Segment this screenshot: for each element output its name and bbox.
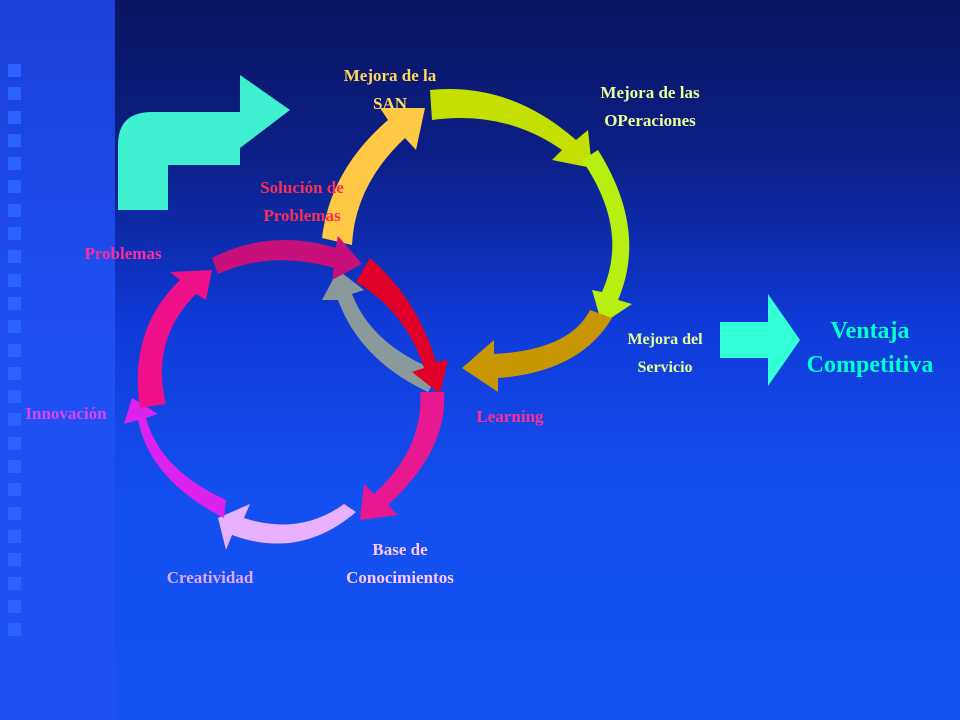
arc-problemas [137, 270, 212, 408]
decorative-square [8, 413, 21, 427]
label-base: Base de Conocimientos [346, 540, 454, 587]
label-creatividad: Creatividad [166, 568, 254, 587]
label-innovacion: Innovación [25, 404, 107, 423]
arc-creatividad [218, 504, 356, 550]
decorative-square [8, 623, 21, 637]
arc-gray [322, 270, 440, 392]
label-solucion: Solución de Problemas [260, 178, 344, 225]
decorative-square [8, 110, 21, 124]
arc-san [322, 108, 425, 245]
label-mejora-san: Mejora de la SAN [343, 66, 437, 113]
arc-innovacion [124, 398, 226, 518]
decorative-square [8, 390, 21, 404]
bent-arrow-icon [118, 75, 290, 210]
decorative-square [8, 343, 21, 357]
decorative-square [8, 133, 21, 147]
decorative-square [8, 553, 21, 567]
decorative-square [8, 296, 21, 310]
label-mejora-servicio: Mejora del Servicio [627, 331, 703, 376]
decorative-square [8, 460, 21, 474]
label-ventaja: Ventaja Competitiva [806, 318, 934, 378]
arc-base [360, 392, 445, 520]
decorative-square [8, 180, 21, 194]
decorative-square [8, 506, 21, 520]
decorative-square [8, 483, 21, 497]
decorative-square [8, 87, 21, 101]
decorative-square [8, 203, 21, 217]
arc-operaciones [430, 89, 592, 168]
decorative-square [8, 599, 21, 613]
decorative-square [8, 64, 21, 77]
arc-solucion [212, 236, 362, 280]
arc-learning-bottom [462, 310, 612, 392]
label-problemas: Problemas [84, 244, 162, 263]
left-band [0, 0, 115, 720]
decorative-square [8, 157, 21, 171]
label-learning: Learning [476, 407, 544, 426]
decorative-squares [8, 64, 24, 646]
decorative-square [8, 436, 21, 450]
decorative-square [8, 273, 21, 287]
arc-red [356, 258, 448, 394]
right-arrow-icon [720, 294, 800, 386]
decorative-square [8, 320, 21, 334]
decorative-square [8, 250, 21, 264]
label-mejora-operaciones: Mejora de las OPeraciones [600, 83, 700, 130]
decorative-square [8, 576, 21, 590]
decorative-square [8, 227, 21, 241]
decorative-square [8, 529, 21, 543]
decorative-square [8, 366, 21, 380]
arc-servicio-down [582, 150, 632, 324]
